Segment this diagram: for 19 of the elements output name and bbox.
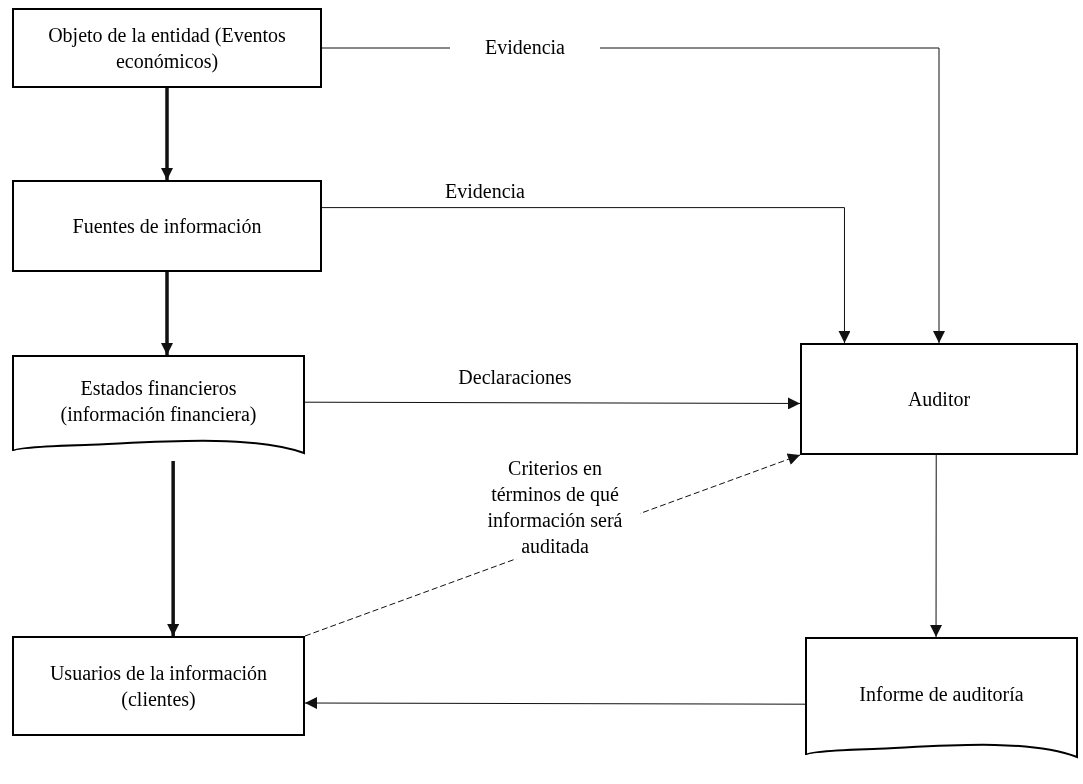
node-text: Usuarios de la información (clientes) — [48, 661, 269, 712]
arrow — [321, 207, 851, 344]
arrow — [304, 697, 806, 710]
process-box — [12, 8, 322, 88]
arrow — [161, 272, 173, 355]
node-text: Auditor — [906, 387, 972, 412]
process-box — [800, 343, 1078, 455]
node-text: Estados financieros (información financiera) — [59, 376, 258, 427]
node-text: Fuentes de información — [71, 214, 263, 239]
edge-label: Declaraciones — [457, 365, 573, 390]
arrow — [930, 454, 943, 638]
node-text: Objeto de la entidad (Eventos económicos) — [47, 23, 287, 74]
process-box — [12, 636, 305, 736]
arrow — [304, 397, 801, 410]
node-text: Informe de auditoría — [858, 682, 1025, 707]
process-box — [12, 180, 322, 272]
edge-label: Evidencia — [444, 179, 526, 204]
arrow — [161, 88, 173, 180]
arrow — [167, 461, 180, 636]
